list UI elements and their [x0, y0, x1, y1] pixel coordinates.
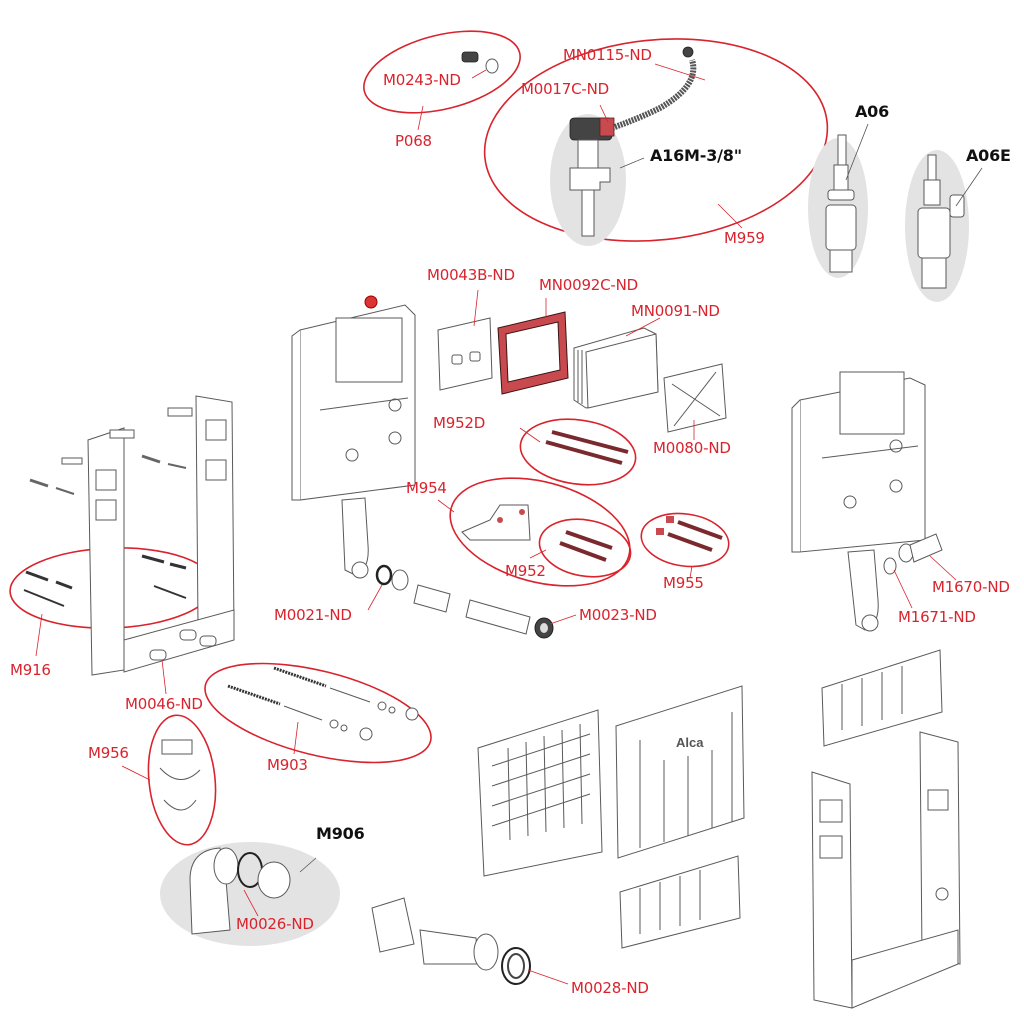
label-mn0091-nd: MN0091-ND — [631, 302, 720, 320]
elbow-m1670 — [898, 533, 943, 563]
panel-small — [619, 855, 741, 949]
gasket-m0028 — [501, 947, 531, 985]
group-ellipse-m955 — [640, 512, 730, 568]
leader-p068 — [417, 105, 424, 131]
label-m0243-nd: M0243-ND — [383, 71, 461, 89]
label-m0028-nd: M0028-ND — [571, 979, 649, 997]
group-ellipse-m952 — [538, 518, 632, 578]
label-m1671-nd: M1671-ND — [898, 608, 976, 626]
panel-right-top — [821, 649, 943, 747]
panel-logo — [615, 685, 745, 859]
label-m916: M916 — [10, 661, 51, 679]
flush-valve-a06 — [825, 134, 857, 273]
label-m959: M959 — [724, 229, 765, 247]
fill-valve-a16m — [569, 117, 615, 237]
hose-mn0115 — [610, 59, 697, 131]
label-m956: M956 — [88, 744, 129, 762]
group-ellipse-m952d — [519, 418, 637, 486]
label-a06e: A06E — [966, 146, 1011, 165]
label-m903: M903 — [267, 756, 308, 774]
frame-right — [811, 731, 961, 1009]
rods-m903 — [227, 666, 419, 741]
group-ellipse-m903 — [204, 662, 432, 764]
label-a06: A06 — [855, 102, 890, 121]
group-ellipse-m959 — [483, 38, 829, 242]
label-m952: M952 — [505, 562, 546, 580]
gasket-m0021 — [375, 564, 393, 586]
alca-logo: Alca — [676, 735, 704, 750]
label-m0023-nd: M0023-ND — [579, 606, 657, 624]
label-m1670-nd: M1670-ND — [932, 578, 1010, 596]
box-mn0091 — [573, 327, 659, 409]
label-a16m-3-8: A16M-3/8" — [650, 146, 742, 165]
leader-m959 — [717, 203, 743, 229]
fixings-upper — [29, 407, 193, 495]
label-m0026-nd: M0026-ND — [236, 915, 314, 933]
label-p068: P068 — [395, 132, 432, 150]
fitting-m0243 — [461, 51, 499, 74]
cover-m0080 — [663, 363, 727, 433]
label-m955: M955 — [663, 574, 704, 592]
label-m0043b-nd: M0043B-ND — [427, 266, 515, 284]
plate-m0043b — [437, 317, 493, 391]
clamp-m956 — [159, 739, 201, 811]
group-ellipse-m954 — [449, 477, 631, 587]
label-m906: M906 — [316, 824, 365, 843]
label-mn0092c-nd: MN0092C-ND — [539, 276, 638, 294]
label-m0021-nd: M0021-ND — [274, 606, 352, 624]
panel-grid — [477, 709, 603, 877]
elbow-m906 — [189, 847, 291, 935]
label-m952d: M952D — [433, 414, 486, 432]
group-ellipse-m956 — [147, 714, 217, 846]
cistern-main — [291, 295, 416, 579]
frame-mn0092c — [497, 311, 569, 395]
flush-valve-a06e — [917, 154, 965, 289]
cistern-right — [791, 371, 926, 632]
label-m954: M954 — [406, 479, 447, 497]
rods-m952 — [559, 530, 613, 562]
rods-m952d — [545, 430, 629, 465]
label-mn0115-nd: MN0115-ND — [563, 46, 652, 64]
fixings-m916 — [23, 554, 187, 607]
label-m0080-nd: M0080-ND — [653, 439, 731, 457]
gasket-m1671 — [883, 557, 897, 575]
group-ellipse-p068 — [363, 30, 521, 114]
label-m0017c-nd: M0017C-ND — [521, 80, 609, 98]
pins-m0046 — [149, 629, 217, 661]
pipe-bottom — [371, 897, 499, 971]
label-m0046-nd: M0046-ND — [125, 695, 203, 713]
rods-m955 — [656, 516, 723, 552]
actuator-m954 — [461, 504, 531, 541]
